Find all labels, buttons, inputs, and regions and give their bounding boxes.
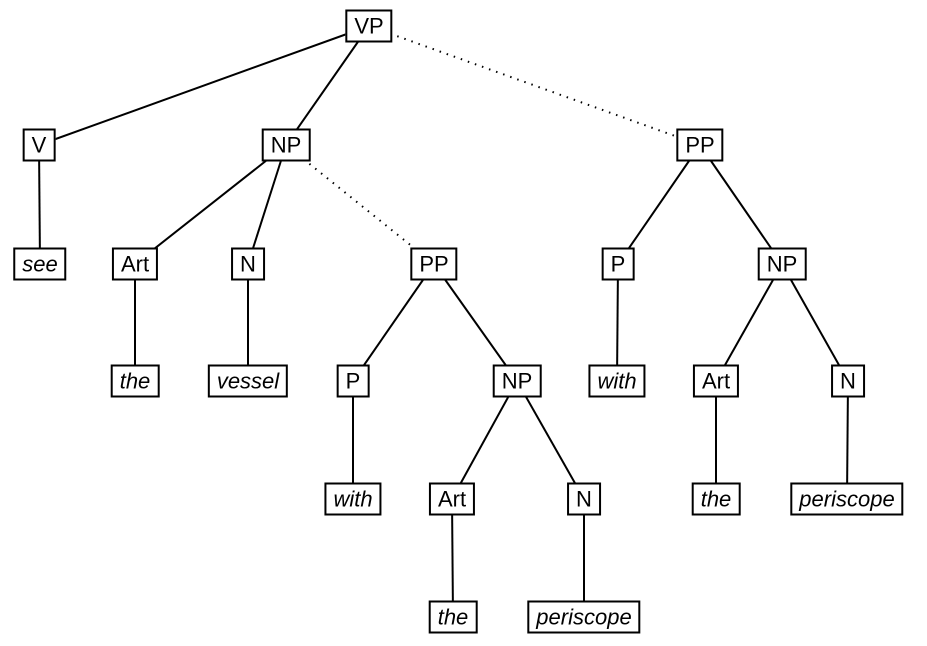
tree-edge-np3-art3: [715, 263, 783, 382]
tree-node-pp2: PP: [676, 128, 724, 162]
tree-node-pp1: PP: [410, 247, 458, 281]
tree-node-n3: N: [831, 364, 865, 398]
tree-edge-np1-art1: [134, 144, 287, 265]
tree-edge-np2-n2: [516, 380, 585, 500]
tree-node-np1: NP: [261, 128, 311, 162]
tree-node-n1: N: [231, 247, 265, 281]
tree-node-the3: the: [691, 482, 741, 516]
tree-node-periscope1: periscope: [527, 600, 641, 634]
tree-node-n2: N: [567, 482, 601, 516]
tree-edge-np2-art2: [451, 380, 518, 500]
tree-edge-pp1-p1: [352, 263, 435, 382]
tree-edge-pp2-np3: [699, 144, 783, 265]
tree-edge-vp-np1: [285, 25, 370, 146]
tree-node-with2: with: [588, 364, 646, 398]
tree-edge-np3-n3: [781, 263, 849, 382]
tree-edge-art2-the2: [451, 498, 454, 618]
tree-edge-vp-pp2-dotted: [368, 25, 701, 146]
tree-node-the2: the: [428, 600, 478, 634]
tree-node-art1: Art: [111, 247, 159, 281]
tree-node-with1: with: [324, 482, 382, 516]
tree-node-the1: the: [110, 364, 160, 398]
tree-edge-pp1-np2: [433, 263, 518, 382]
tree-node-v: V: [22, 128, 56, 162]
tree-node-p1: P: [336, 364, 370, 398]
tree-node-p2: P: [601, 247, 635, 281]
tree-node-art2: Art: [428, 482, 476, 516]
tree-node-vp: VP: [345, 9, 393, 43]
tree-node-see: see: [13, 247, 67, 281]
tree-edge-pp2-p2: [617, 144, 701, 265]
tree-node-vessel: vessel: [207, 364, 289, 398]
tree-edge-np1-n1: [247, 144, 287, 265]
tree-edge-v-see: [38, 144, 41, 265]
tree-node-periscope2: periscope: [790, 482, 904, 516]
tree-node-np3: NP: [757, 247, 807, 281]
tree-edge-p2-with2: [616, 263, 619, 382]
tree-edge-vp-v: [38, 25, 370, 146]
tree-edge-np1-pp1-dotted: [285, 144, 435, 265]
tree-edge-n3-periscope2: [846, 380, 849, 500]
tree-node-art3: Art: [692, 364, 740, 398]
tree-node-np2: NP: [492, 364, 542, 398]
